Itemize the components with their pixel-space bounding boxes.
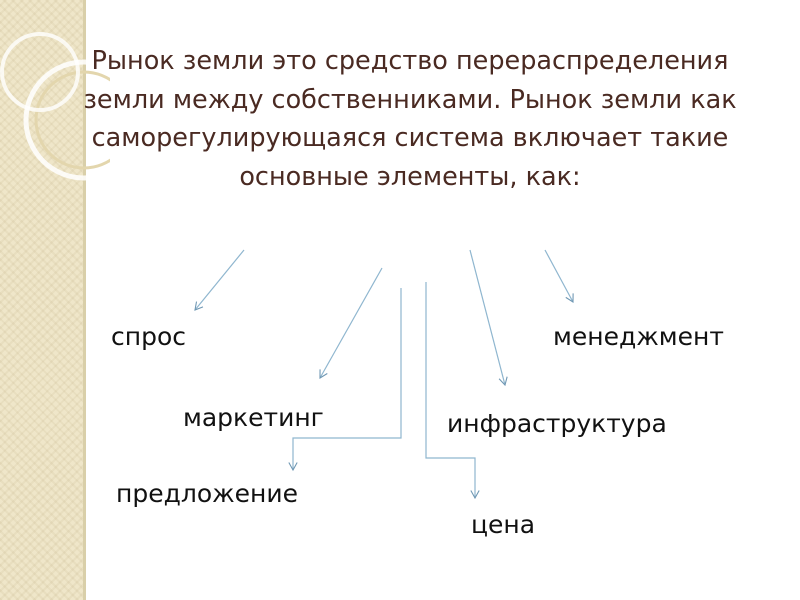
element-price-label: цена [471,510,536,539]
arrow-to-management [544,249,574,303]
element-supply-label: предложение [116,479,299,508]
arrow-to-price [425,282,480,500]
element-marketing-label: маркетинг [183,403,324,432]
slide-title: Рынок земли это средство перераспределен… [83,46,737,192]
arrow-to-marketing [319,267,383,379]
arrow-to-supply [288,288,402,472]
element-management-label: менеджмент [553,322,724,351]
element-demand-label: спрос [111,322,186,351]
decorative-circles [0,32,110,181]
deco-circle-inner [34,70,110,170]
element-infrastructure-label: инфраструктура [447,409,667,438]
deco-circle-large [23,59,110,181]
deco-circle-small [0,32,80,112]
arrow-to-demand [194,249,245,311]
arrow-to-infrastructure [469,249,508,387]
